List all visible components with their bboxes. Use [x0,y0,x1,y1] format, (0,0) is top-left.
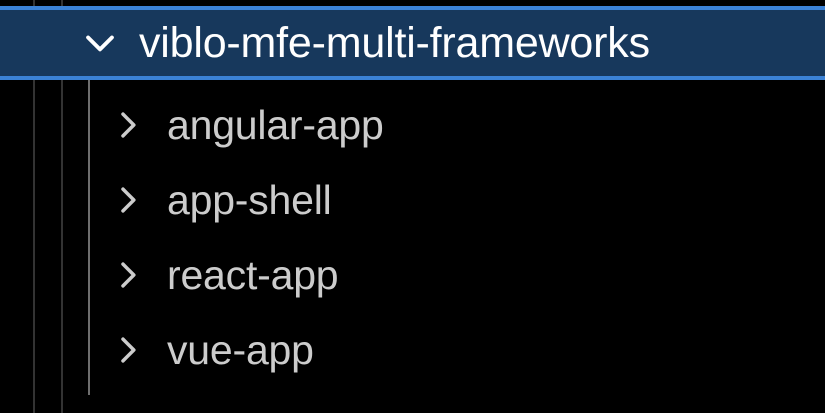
indent-guide-line-active [88,80,90,395]
tree-item-label: react-app [167,251,339,298]
tree-item-label: app-shell [167,176,332,223]
chevron-right-icon[interactable] [105,177,151,223]
chevron-right-icon[interactable] [105,252,151,298]
chevron-right-icon[interactable] [105,409,151,413]
tree-item-partial-clipped[interactable] [0,395,825,413]
tree-item-app-shell[interactable]: app-shell [0,163,825,237]
tree-item-angular-app[interactable]: angular-app [0,88,825,162]
tree-item-label: viblo-mfe-multi-frameworks [139,18,650,67]
tree-item-label: vue-app [167,326,314,373]
tree-item-react-app[interactable]: react-app [0,238,825,312]
indent-guide-line-2 [61,0,63,413]
tree-item-label: angular-app [167,101,384,148]
chevron-right-icon[interactable] [105,102,151,148]
tree-item-root-folder[interactable]: viblo-mfe-multi-frameworks [0,6,825,80]
chevron-down-icon[interactable] [77,20,123,66]
chevron-right-icon[interactable] [105,327,151,373]
tree-item-vue-app[interactable]: vue-app [0,313,825,387]
indent-guide-line-1 [33,0,35,413]
